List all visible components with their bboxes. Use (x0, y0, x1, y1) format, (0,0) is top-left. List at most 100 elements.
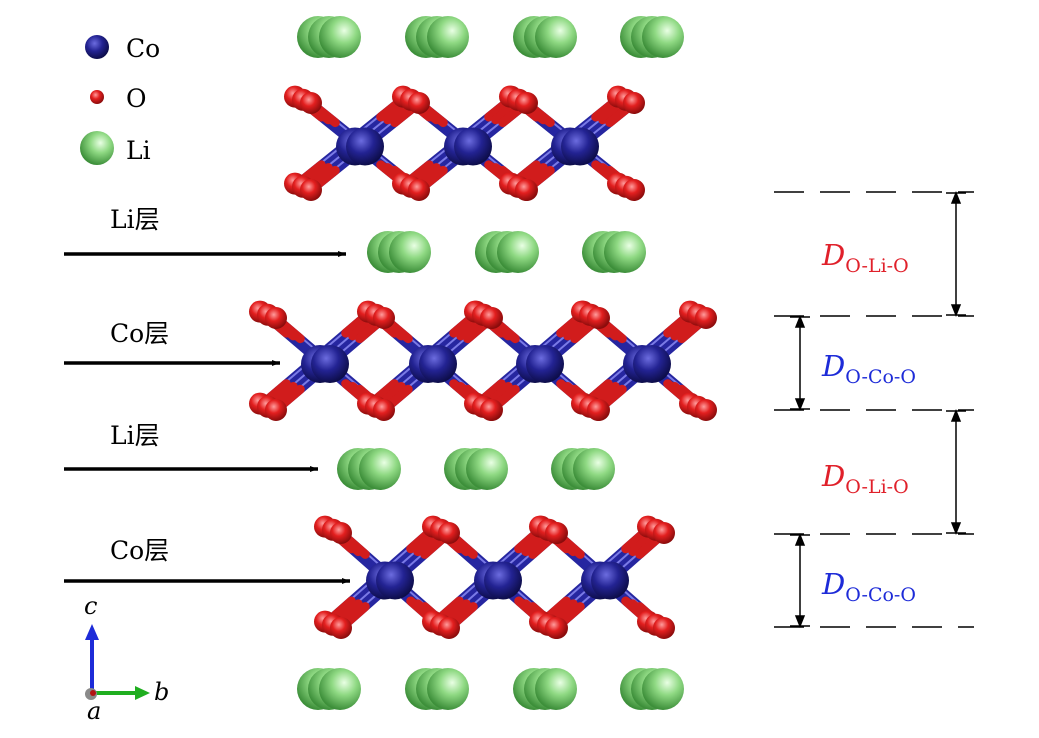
o-atom (587, 399, 609, 421)
co-atom (454, 127, 492, 166)
layer-label-co-1: Co层 (110, 319, 169, 348)
o-atom (695, 399, 717, 421)
distance-label-o-li-o-1: DO-Li-O (821, 238, 909, 277)
o-atom (300, 92, 322, 114)
distance-labels: DO-Li-O DO-Co-O DO-Li-O DO-Co-O (821, 238, 916, 606)
o-atom (623, 179, 645, 201)
dashed-reference-lines (774, 191, 974, 628)
li-atom-cluster (337, 448, 401, 490)
co-o-layers (249, 85, 717, 639)
o-atom (330, 617, 352, 639)
li-atom-cluster (405, 16, 469, 58)
co-o-layer (314, 515, 675, 639)
co-o-layer (284, 85, 645, 201)
o-atom (480, 307, 502, 329)
li-atom-cluster (551, 448, 615, 490)
o-atom (623, 92, 645, 114)
li-atom (319, 668, 361, 710)
co-atom (526, 345, 564, 383)
li-atom (642, 668, 684, 710)
o-atom (300, 179, 322, 201)
o-atom (695, 307, 717, 329)
o-atom (438, 522, 460, 544)
legend: Co O Li (80, 34, 160, 165)
li-atom-cluster (297, 668, 361, 710)
o-atom (545, 522, 567, 544)
o-atom (653, 522, 675, 544)
co-o-layer (249, 300, 717, 421)
layer-label-co-2: Co层 (110, 536, 169, 565)
o-atom (265, 399, 287, 421)
li-atom-cluster (620, 16, 684, 58)
li-atom (642, 16, 684, 58)
distance-label-o-co-o-1: DO-Co-O (821, 349, 916, 388)
c-axis-arrowhead (85, 624, 99, 640)
legend-o-label: O (126, 84, 147, 113)
co-atom (561, 127, 599, 166)
o-atom (515, 179, 537, 201)
co-atom (311, 345, 349, 383)
o-atom (587, 307, 609, 329)
li-atom-cluster (297, 16, 361, 58)
li-atom (359, 448, 401, 490)
co-atom (419, 345, 457, 383)
b-axis-label: b (154, 678, 169, 706)
li-atom (573, 448, 615, 490)
o-atom (408, 92, 430, 114)
c-axis-label: c (84, 592, 97, 620)
o-atom (408, 179, 430, 201)
li-atom-rows (297, 16, 684, 710)
o-atom (330, 522, 352, 544)
li-atom (427, 16, 469, 58)
o-atom (373, 307, 395, 329)
layer-label-li-2: Li层 (110, 421, 160, 450)
li-atom (466, 448, 508, 490)
dimension-arrow-o-li-o-2 (946, 408, 966, 536)
li-atom (319, 16, 361, 58)
li-atom (427, 668, 469, 710)
li-atom (535, 16, 577, 58)
li-atom (604, 231, 646, 273)
legend-co-label: Co (126, 34, 160, 63)
dimension-arrow-o-li-o-1 (946, 190, 966, 318)
co-atom (484, 561, 522, 600)
distance-label-o-co-o-2: DO-Co-O (821, 567, 916, 606)
dimension-arrow-o-co-o-2 (790, 532, 810, 629)
li-atom (389, 231, 431, 273)
li-atom-cluster (405, 668, 469, 710)
li-atom-cluster (513, 16, 577, 58)
distance-label-o-li-o-2: DO-Li-O (821, 459, 909, 498)
o-atom (515, 92, 537, 114)
b-axis-arrowhead (135, 686, 150, 700)
li-atom-cluster (475, 231, 539, 273)
li-atom-cluster (444, 448, 508, 490)
o-atom (265, 307, 287, 329)
legend-li-label: Li (126, 136, 151, 165)
li-atom (497, 231, 539, 273)
li-atom (535, 668, 577, 710)
li-atom-cluster (582, 231, 646, 273)
li-atom-cluster (367, 231, 431, 273)
co-atom (346, 127, 384, 166)
a-axis-dot-core (90, 690, 96, 696)
o-atom (438, 617, 460, 639)
li-atom-cluster (620, 668, 684, 710)
o-atom (545, 617, 567, 639)
dimension-arrows (790, 190, 966, 629)
li-atom-cluster (513, 668, 577, 710)
dimension-arrow-o-co-o-1 (790, 314, 810, 412)
co-atom (633, 345, 671, 383)
legend-li-swatch (80, 131, 114, 165)
crystal-axes: c b a (84, 592, 169, 725)
co-atom (591, 561, 629, 600)
o-atom (480, 399, 502, 421)
o-atom (653, 617, 675, 639)
o-atom (373, 399, 395, 421)
layer-label-li-1: Li层 (110, 205, 160, 234)
a-axis-label: a (87, 697, 101, 725)
co-atom (376, 561, 414, 600)
legend-o-swatch (90, 90, 104, 104)
legend-co-swatch (85, 35, 109, 59)
